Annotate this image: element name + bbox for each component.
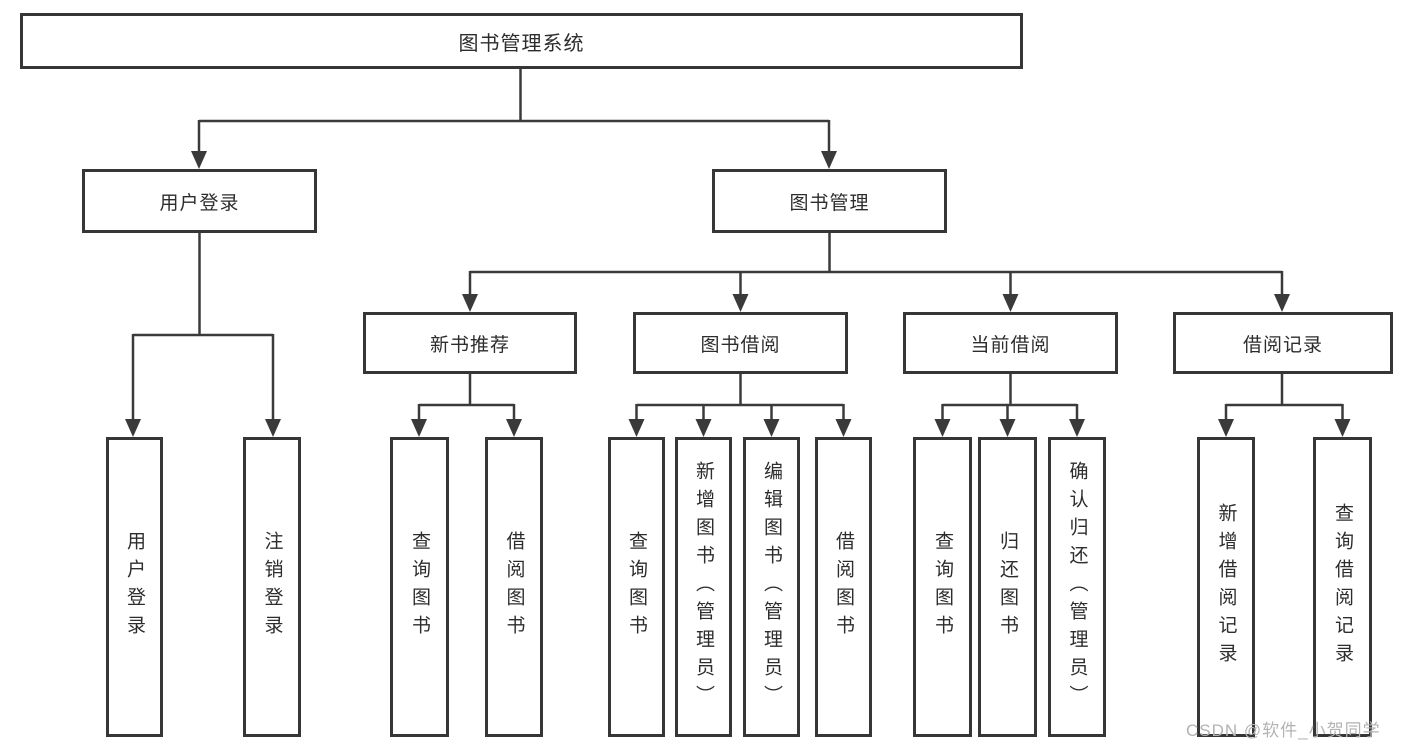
node-label: 新增图书（管理员） [693,461,714,713]
node-label: 用户登录 [159,192,240,214]
leaf-borrow-books: 借阅图书 [815,437,872,737]
node-label: 查询借阅记录 [1332,503,1353,671]
node-label: 借阅图书 [503,531,525,643]
leaf-user-login: 用户登录 [106,437,163,737]
leaf-confirm-return-admin: 确认归还（管理员） [1048,437,1106,737]
leaf-return-book: 归还图书 [978,437,1037,737]
node-label: 确认归还（管理员） [1066,461,1088,713]
node-label: 新增借阅记录 [1215,503,1237,671]
leaf-query-borrow-record: 查询借阅记录 [1313,437,1372,737]
node-label: 图书管理 [789,192,870,214]
node-book-management: 图书管理 [712,169,947,233]
node-label: 归还图书 [997,531,1018,643]
node-new-book-recommend: 新书推荐 [363,312,577,374]
node-label: 借阅图书 [833,531,854,643]
node-label: 编辑图书（管理员） [761,461,782,713]
leaf-add-borrow-record: 新增借阅记录 [1197,437,1255,737]
node-label: 借阅记录 [1242,334,1323,356]
node-borrowing-records: 借阅记录 [1173,312,1393,374]
arrowheads [125,151,1351,437]
leaf-edit-book-admin: 编辑图书（管理员） [743,437,800,737]
node-book-borrowing: 图书借阅 [633,312,848,374]
node-label: 新书推荐 [429,334,510,356]
leaf-logout: 注销登录 [243,437,301,737]
leaf-query-books-current: 查询图书 [913,437,972,737]
node-label: 图书借阅 [700,334,781,356]
node-user-login: 用户登录 [82,169,317,233]
node-label: 查询图书 [932,531,953,643]
node-label: 查询图书 [409,531,430,643]
node-label: 用户登录 [124,531,145,643]
leaf-query-books-borrowing: 查询图书 [608,437,665,737]
node-label: 当前借阅 [970,334,1051,356]
node-label: 查询图书 [626,531,647,643]
node-label: 注销登录 [261,531,283,643]
leaf-borrow-books-recommend: 借阅图书 [485,437,543,737]
csdn-watermark: CSDN @软件_小贺同学 [1186,721,1381,740]
node-current-borrowing: 当前借阅 [903,312,1118,374]
node-library-management-system: 图书管理系统 [20,13,1023,69]
node-label: 图书管理系统 [458,32,585,55]
leaf-add-book-admin: 新增图书（管理员） [675,437,732,737]
leaf-query-books-recommend: 查询图书 [390,437,449,737]
